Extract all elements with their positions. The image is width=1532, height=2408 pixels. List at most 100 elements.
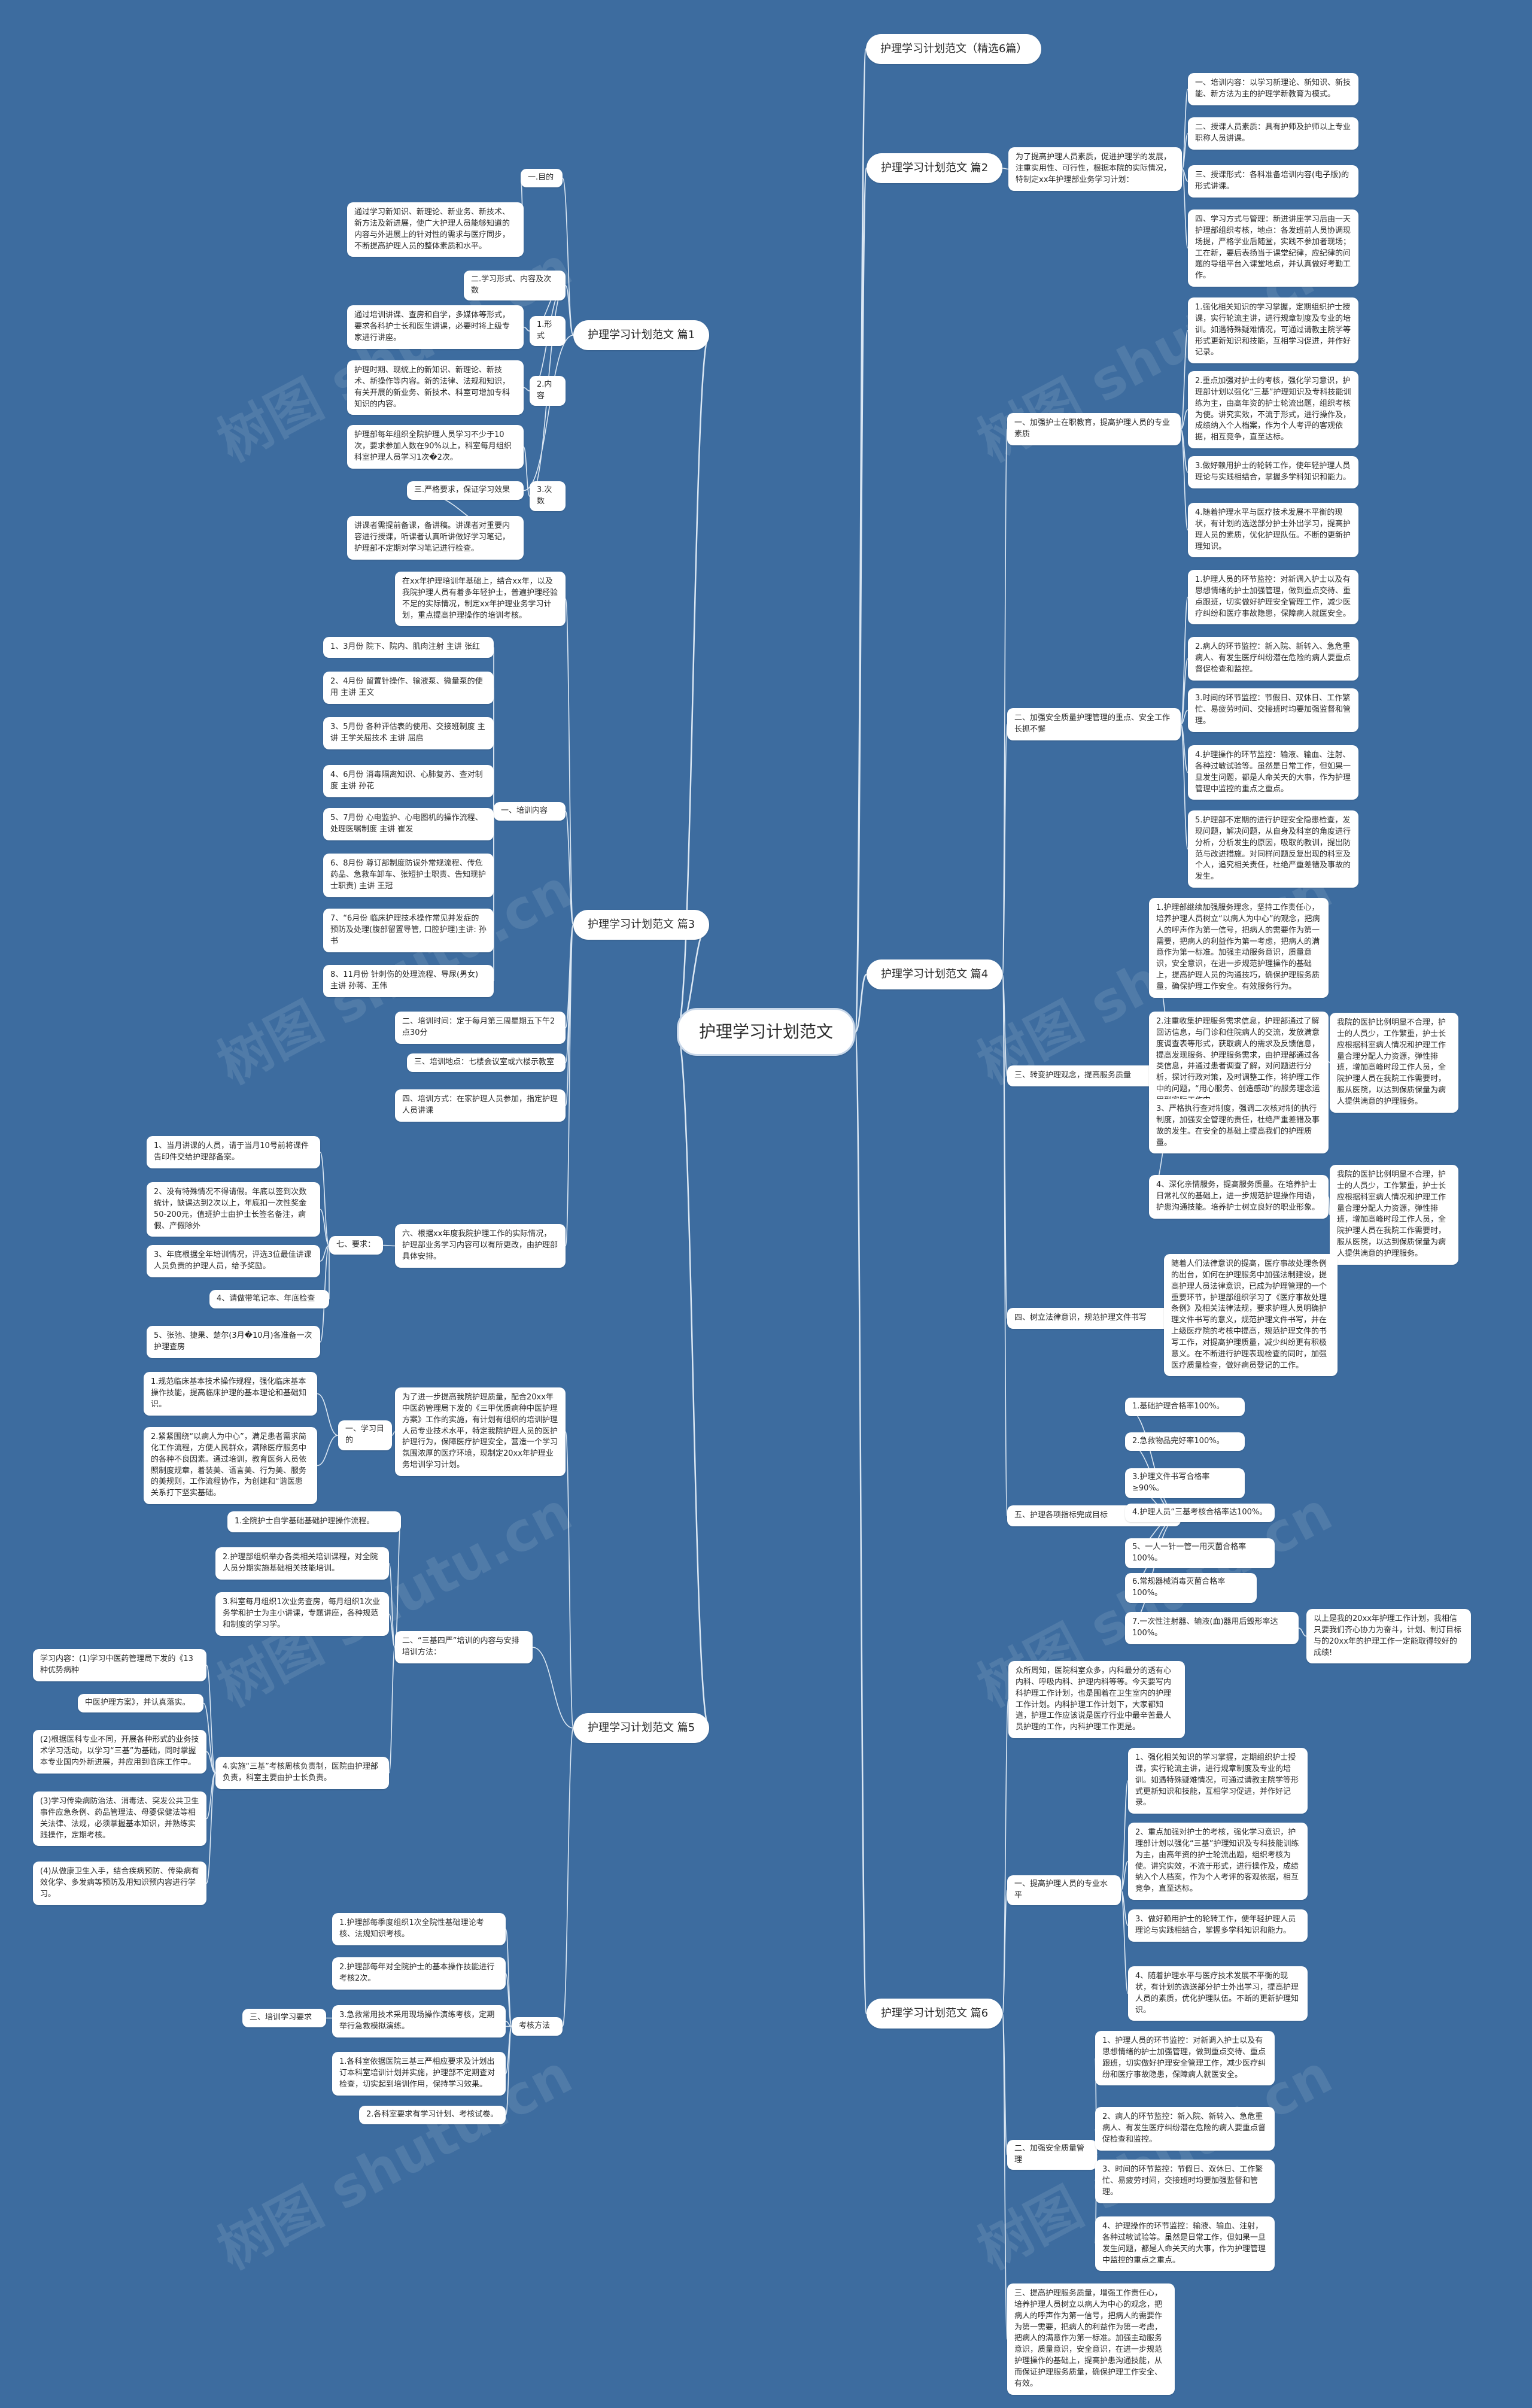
r2-s5-item[interactable]: 1.基础护理合格率100%。 <box>1125 1398 1245 1416</box>
l5-s3-item[interactable]: 2.护理部每年对全院护士的基本操作技能进行考核2次。 <box>332 1957 506 1990</box>
l5-s3-item[interactable]: 3.急救常用技术采用现场操作演练考核，定期举行急救模拟演练。 <box>332 2005 506 2037</box>
l5-s2-sub[interactable]: 中医护理方案》，并认真落实。 <box>78 1694 203 1712</box>
l3-s7-item[interactable]: 2、没有特殊情况不得请假。年底以签到次数统计，缺课达到2次以上，年底扣一次性奖金… <box>147 1182 320 1237</box>
l1-form-label[interactable]: 1.形式 <box>530 316 566 346</box>
l3-s1-item[interactable]: 6、8月份 尊订部制度防误外常规流程、传危药品、急救车卸车、张短护士职责、告知现… <box>323 854 494 897</box>
r2-s3-item[interactable]: 1.护理部继续加强服务理念，坚持工作责任心，培养护理人员树立“以病人为中心”的观… <box>1149 898 1329 998</box>
r2-s3-extra[interactable]: 我院的医护比例明显不合理，护士的人员少，工作繁重，护士长应根据科室病人情况和护理… <box>1330 1165 1458 1265</box>
l5-section-2[interactable]: 二、“三基四严”培训的内容与安排 培训方法： <box>395 1631 533 1663</box>
l3-section-6[interactable]: 六、根据xx年度我院护理工作的实际情况，护理部业务学习内容可以有所更改，由护理部… <box>395 1224 566 1268</box>
l3-section-2[interactable]: 二、培训时间：定于每月第三周星期五下午2点30分 <box>395 1012 566 1044</box>
r6-section-1[interactable]: 一、提高护理人员的专业水平 <box>1007 1875 1121 1905</box>
r2-s5-item[interactable]: 5、一人一针一管一用灭菌合格率100%。 <box>1125 1538 1275 1568</box>
l3-s1-item[interactable]: 3、5月份 各种评估表的使用、交接班制度 主讲 王学关屈技术 主讲 屈启 <box>323 717 494 749</box>
l5-method[interactable]: 考核方法 <box>512 2017 563 2036</box>
r2-s5-item[interactable]: 3.护理文件书写合格率≥90%。 <box>1125 1468 1245 1498</box>
l1-content-text[interactable]: 护理时期、现统上的新知识、新理论、新技术、新操作等内容。新的法律、法规和知识，有… <box>347 360 524 415</box>
r2-s5-item[interactable]: 4.护理人员“三基考核合格率达100%。 <box>1125 1504 1275 1522</box>
r2-s5-item[interactable]: 2.急救物品完好率100%。 <box>1125 1432 1245 1451</box>
r6-s1-item[interactable]: 2、重点加强对护士的考核，强化学习意识，护理部计划以强化“三基”护理知识及专科技… <box>1128 1823 1308 1900</box>
l1-count-label[interactable]: 3.次数 <box>530 481 566 511</box>
r2-s5-item[interactable]: 7.一次性注射器、输液(血)器用后毁形率达100%。 <box>1125 1612 1299 1644</box>
r2-s3-item[interactable]: 2.注重收集护理服务需求信息，护理部通过了解回访信息，与门诊和住院病人的交流，发… <box>1149 1012 1329 1112</box>
l3-s7-item[interactable]: 5、张弛、捷果、楚尔(3月�10月)各准备一次护理查房 <box>147 1326 320 1358</box>
r2-s4-text[interactable]: 随着人们法律意识的提高，医疗事故处理条例的出台，如何在护理服务中加强法制建设，提… <box>1164 1254 1338 1377</box>
l3-section-7[interactable]: 七、要求： <box>329 1236 383 1255</box>
branch-l5[interactable]: 护理学习计划范文 篇5 <box>573 1713 710 1743</box>
r2-s1-item[interactable]: 2.重点加强对护士的考核，强化学习意识，护理部计划以强化“三基”护理知识及专科技… <box>1188 371 1358 449</box>
l5-section-3[interactable]: 三、培训学习要求 <box>242 2009 326 2027</box>
r2-s5-item[interactable]: 6.常规器械消毒灭菌合格率100%。 <box>1125 1573 1257 1603</box>
l5-s2-item[interactable]: 4.实施“三基”考核周核负责制，医院由护理部负责，科室主要由护士长负责。 <box>215 1757 389 1789</box>
l3-s1-item[interactable]: 7、“6月份 临床护理技术操作常见并发症的预防及处理(腹部留置导管, 口腔护理)… <box>323 909 494 952</box>
l3-s1-item[interactable]: 2、4月份 留置针操作、输液泵、微量泵的使用 主讲 王文 <box>323 672 494 704</box>
l5-s2-sub[interactable]: 学习内容：(1)学习中医药管理局下发的《13种优势病种 <box>33 1649 206 1681</box>
r6-s2-item[interactable]: 3、时间的环节监控：节假日、双休日、工作繁忙、易疲劳时间，交接班时均要加强监督和… <box>1095 2160 1275 2203</box>
branch-r4[interactable]: 护理学习计划范文 篇4 <box>867 959 1003 989</box>
l3-s1-item[interactable]: 8、11月份 针刺伤的处理流程、导尿(男女) 主讲 孙蒋、王伟 <box>323 965 494 997</box>
l3-section-3[interactable]: 三、培训地点：七楼会议室或六楼示教室 <box>407 1053 566 1072</box>
r2-s2-item[interactable]: 1.护理人员的环节监控：对新调入护士以及有思想情绪的护士加强管理，做到重点交待、… <box>1188 570 1358 625</box>
r2-section-2[interactable]: 二、加强安全质量护理管理的重点、安全工作长抓不懈 <box>1007 708 1181 740</box>
l1-req-text[interactable]: 讲课者需提前备课，备讲稿。讲课者对重要内容进行授课，听课者认真听讲做好学习笔记，… <box>347 516 524 560</box>
l1-form-text[interactable]: 通过培训讲课、查房和自学，多媒体等形式，要求各科护士长和医生讲课，必要时将上级专… <box>347 305 524 349</box>
r2-section-4[interactable]: 四、树立法律意识，规范护理文件书写 <box>1007 1308 1181 1329</box>
r2-item[interactable]: 四、学习方式与管理：新进讲座学习后由一天护理部组织考核，地点：各发班前人员协调现… <box>1188 209 1358 287</box>
r2-section-1[interactable]: 一、加强护士在职教育，提高护理人员的专业素质 <box>1007 413 1181 445</box>
l5-s3-item[interactable]: 1.护理部每季度组织1次全院性基础理论考核、法规知识考核。 <box>332 1913 506 1945</box>
r2-s3-item[interactable]: 4、深化亲情服务，提高服务质量。在培养护士日常礼仪的基础上，进一步规范护理操作用… <box>1149 1175 1329 1219</box>
l5-s2-sub[interactable]: (3)学习传染病防治法、消毒法、突发公共卫生事件应急条例、药品管理法、母婴保健法… <box>33 1791 206 1847</box>
l5-intro[interactable]: 为了进一步提高我院护理质量，配合20xx年中医药管理局下发的《三甲优质病种中医护… <box>395 1387 566 1476</box>
r6-s1-item[interactable]: 3、做好赖用护士的轮转工作，使年轻护理人员理论与实践相结合，掌握多学科知识和能力… <box>1128 1909 1308 1942</box>
r2-s2-item[interactable]: 3.时间的环节监控：节假日、双休日、工作繁忙、易疲劳时间、交接班时均要加强监督和… <box>1188 688 1358 732</box>
r2-s5-note[interactable]: 以上是我的20xx年护理工作计划，我相信只要我们齐心协力为奋斗，计划、制订目标与… <box>1306 1609 1471 1664</box>
l3-s7-item[interactable]: 3、年底根据全年培训情况，评选3位最佳讲课人员负责的护理人员，给予奖励。 <box>147 1245 320 1277</box>
r6-s2-item[interactable]: 1、护理人员的环节监控：对新调入护士以及有思想情绪的护士加强管理，做到重点交待、… <box>1095 2031 1275 2086</box>
root-topic[interactable]: 护理学习计划范文 <box>677 1008 856 1056</box>
l5-s2-item[interactable]: 1.全院护士自学基础基础护理操作流程。 <box>227 1511 401 1532</box>
r2-s2-item[interactable]: 5.护理部不定期的进行护理安全隐患检查，发现问题，解决问题，从自身及科室的角度进… <box>1188 810 1358 888</box>
l1-req-title[interactable]: 三.严格要求，保证学习效果 <box>407 481 524 500</box>
r2-s3-note[interactable]: 我院的医护比例明显不合理，护士的人员少，工作繁重，护士长应根据科室病人情况和护理… <box>1330 1013 1458 1113</box>
branch-l1[interactable]: 护理学习计划范文 篇1 <box>573 320 710 350</box>
r2-s2-item[interactable]: 4.护理操作的环节监控：输液、输血、注射、各种过敏试验等。虽然是日常工作，但如果… <box>1188 745 1358 800</box>
l5-s2-item[interactable]: 3.科室每月组织1次业务查房，每月组织1次业务学和护士为主小讲课，专题讲座，各种… <box>215 1592 389 1636</box>
l5-s2-item[interactable]: 2.护理部组织举办各类相关培训课程，对全院人员分期实施基础相关技能培训。 <box>215 1547 389 1580</box>
r6-s2-item[interactable]: 2、病人的环节监控：新入院、新转入、急危重病人、有发生医疗纠纷潜在危险的病人要重… <box>1095 2107 1275 2151</box>
l3-section-4[interactable]: 四、培训方式：在家护理人员参加，指定护理人员讲课 <box>395 1089 566 1122</box>
branch-r1[interactable]: 护理学习计划范文（精选6篇） <box>866 34 1042 64</box>
l1-purpose[interactable]: 一.目的 <box>521 169 563 187</box>
l3-s7-item[interactable]: 1、当月讲课的人员，请于当月10号前将课件告印件交给护理部备案。 <box>147 1136 320 1168</box>
r6-intro[interactable]: 众所周知，医院科室众多，内科最分的透有心内科、呼吸内科、护理内科等等。今天要写内… <box>1008 1661 1185 1739</box>
l1-count-text[interactable]: 护理部每年组织全院护理人员学习不少于10次，要求参加人数在90%以上，科室每月组… <box>347 425 524 469</box>
r2-item[interactable]: 一、培训内容：以学习新理论、新知识、新技能、新方法为主的护理学新教育为模式。 <box>1188 73 1358 105</box>
branch-r6[interactable]: 护理学习计划范文 篇6 <box>867 1999 1003 2029</box>
l3-s7-item[interactable]: 4、请做带笔记本、年底检查 <box>209 1290 329 1308</box>
r2-item[interactable]: 二、授课人员素质：具有护师及护师以上专业职称人员讲课。 <box>1188 117 1358 150</box>
l3-s1-item[interactable]: 1、3月份 院下、院内、肌肉注射 主讲 张红 <box>323 637 494 658</box>
l5-s2-sub[interactable]: (4)从做康卫生入手，结合疾病预防、传染病有效化学、多发病等预防及用知识预内容进… <box>33 1862 206 1905</box>
r6-s1-item[interactable]: 4、随着护理水平与医疗技术发展不平衡的现状，有计划的选送部分护士外出学习，提高护… <box>1128 1966 1308 2021</box>
l3-s1-item[interactable]: 5、7月份 心电监护、心电图机的操作流程、处理医嘱制度 主讲 崔发 <box>323 808 494 840</box>
r6-section-3[interactable]: 三、提高护理服务质量，增强工作责任心，培养护理人员树立以病人为中心的观念，把病人… <box>1007 2283 1175 2395</box>
l5-s1-item[interactable]: 2.紧紧围绕“以病人为中心”，满足患者需求简化工作流程，方便人民群众，满除医疗服… <box>144 1427 317 1505</box>
l3-intro[interactable]: 在xx年护理培训年基础上，结合xx年，以及我院护理人员有着多年轻护士，普遍护理经… <box>395 572 566 627</box>
l5-s2-sub[interactable]: (2)根据医科专业不同，开展各种形式的业务技术学习活动，以学习“三基”为基础，同… <box>33 1730 206 1774</box>
l1-form-title[interactable]: 二.学习形式、内容及次数 <box>464 271 566 300</box>
l1-purpose-text[interactable]: 通过学习新知识、新理论、新业务、新技术、新方法及新进展，使广大护理人员能够知道的… <box>347 202 524 257</box>
r6-s1-item[interactable]: 1、强化相关知识的学习掌握，定期组织护士授课，实行轮流主讲，进行规章制度及专业的… <box>1128 1748 1308 1814</box>
r2-s1-item[interactable]: 1.强化相关知识的学习掌握，定期组织护士授课，实行轮流主讲，进行规章制度及专业的… <box>1188 297 1358 364</box>
l3-s1-item[interactable]: 4、6月份 消毒隔离知识、心肺复苏、查对制度 主讲 孙花 <box>323 765 494 797</box>
r2-item[interactable]: 三、授课形式：各科准备培训内容(电子版)的形式讲课。 <box>1188 165 1358 198</box>
l3-section-1[interactable]: 一、培训内容 <box>494 802 566 821</box>
r2-s1-item[interactable]: 4.随着护理水平与医疗技术发展不平衡的现状，有计划的选送部分护士外出学习，提高护… <box>1188 503 1358 558</box>
r6-section-2[interactable]: 二、加强安全质量管理 <box>1007 2140 1097 2170</box>
r2-s3-item[interactable]: 3、严格执行查对制度，强调二次核对制的执行制度，加强安全管理的责任，杜绝严重差错… <box>1149 1099 1329 1154</box>
l5-s1-item[interactable]: 1.规范临床基本技术操作规程，强化临床基本操作技能，提高临床护理的基本理论和基础… <box>144 1372 317 1416</box>
r2-s2-item[interactable]: 2.病人的环节监控：新入院、新转入、急危重病人、有发生医疗纠纷潜在危险的病人要重… <box>1188 637 1358 681</box>
r2-s1-item[interactable]: 3.做好赖用护士的轮转工作，使年轻护理人员理论与实践相结合，掌握多学科知识和能力… <box>1188 456 1358 488</box>
branch-r2[interactable]: 护理学习计划范文 篇2 <box>867 153 1003 183</box>
branch-l3[interactable]: 护理学习计划范文 篇3 <box>573 910 710 940</box>
r6-s2-item[interactable]: 4、护理操作的环节监控：输液、输血、注射，各种过敏试验等。虽然是日常工作，但如果… <box>1095 2216 1275 2272</box>
l5-s3-item[interactable]: 1.各科室依据医院三基三严相应要求及计划出订本科室培训计划并实施，护理部不定期查… <box>332 2052 506 2096</box>
